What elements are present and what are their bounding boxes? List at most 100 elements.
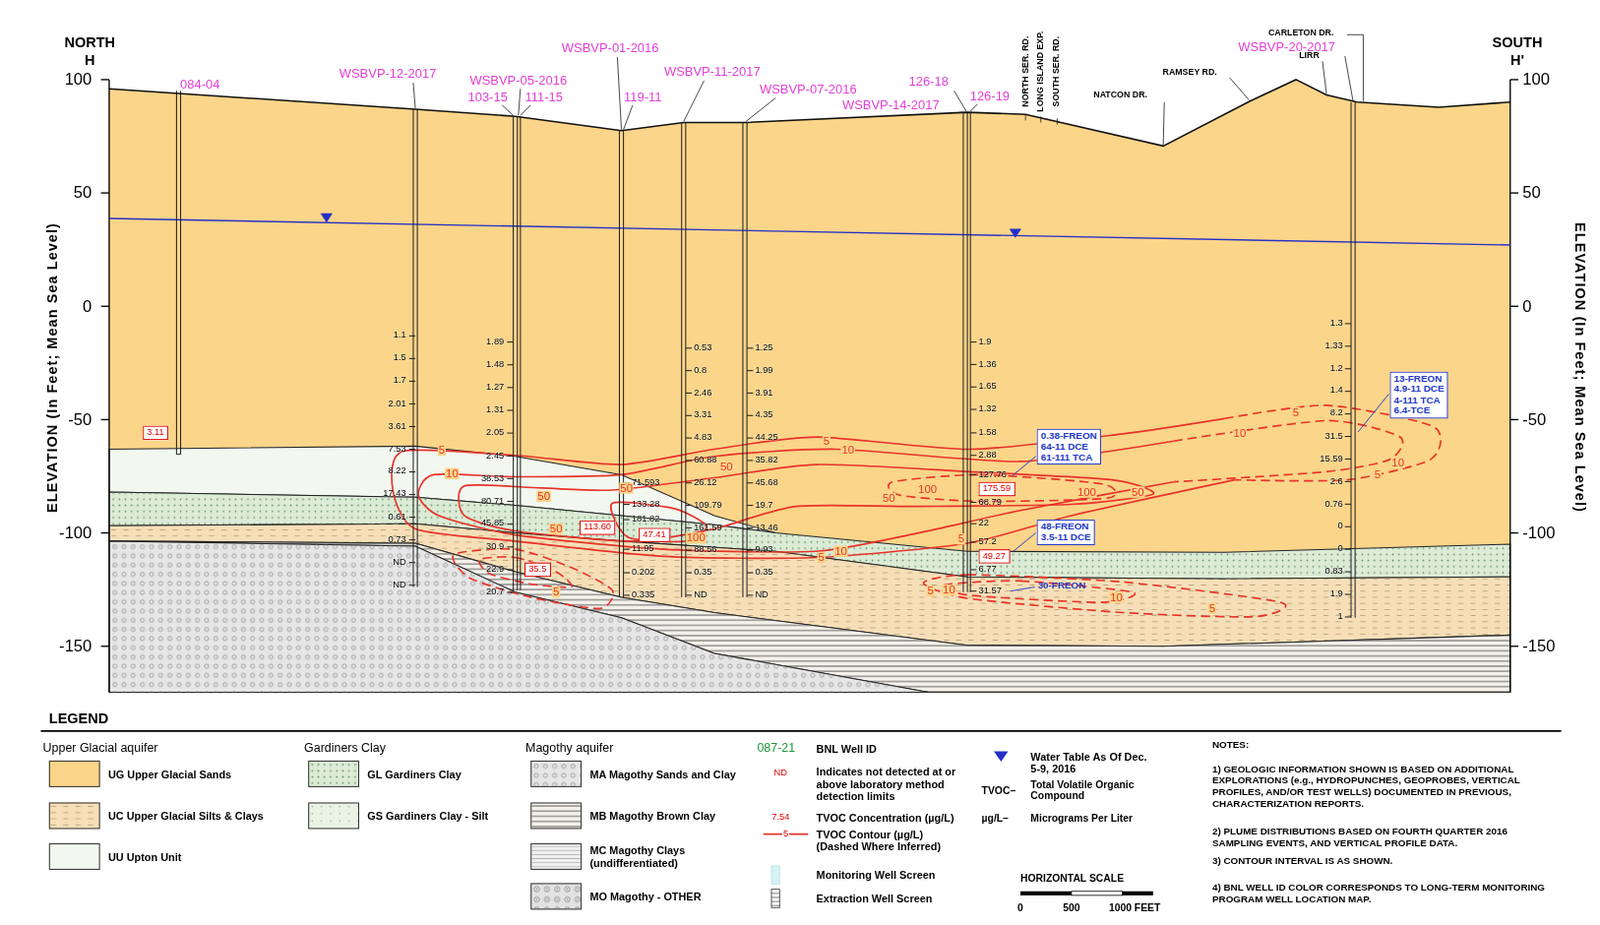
legend-text: UC Upper Glacial Silts & Clays bbox=[108, 809, 264, 823]
drawing-line bbox=[1347, 34, 1364, 36]
axis-tick-label: -150 bbox=[59, 637, 92, 656]
contour-label: 10 bbox=[1232, 427, 1248, 438]
compound-callout-box: 13-FREON4.9-11 DCE4-111 TCA6.4-TCE bbox=[1389, 371, 1448, 419]
sample-tick bbox=[746, 572, 753, 574]
sample-tick bbox=[746, 437, 753, 439]
legend-text: Extraction Well Screen bbox=[816, 892, 933, 906]
sample-tick bbox=[1345, 526, 1352, 528]
sample-tick bbox=[970, 454, 977, 456]
tvoc-value: 80.71 bbox=[481, 495, 504, 506]
sample-tick bbox=[685, 504, 692, 506]
legend-swatch bbox=[49, 843, 101, 870]
tvoc-value: 1.33 bbox=[1325, 341, 1344, 352]
swatch-pattern bbox=[50, 803, 100, 829]
sample-tick bbox=[1345, 615, 1352, 617]
scale-label: 500 bbox=[1062, 902, 1080, 914]
sample-tick bbox=[746, 347, 753, 349]
swatch-pattern bbox=[531, 883, 581, 909]
drawing-line bbox=[101, 419, 110, 421]
axis-tick-label: 50 bbox=[1522, 184, 1540, 202]
tvoc-value: 11.95 bbox=[631, 544, 655, 554]
drawing-rect bbox=[1122, 891, 1154, 896]
swatch-pattern bbox=[531, 844, 581, 869]
legend-sample: 087-21 bbox=[756, 741, 796, 756]
box-text: 13-FREON bbox=[1394, 373, 1445, 385]
compound-callout-box: 0.38-FREON64-11 DCE61-111 TCA bbox=[1037, 429, 1102, 466]
tvoc-value: 45.68 bbox=[754, 478, 778, 489]
box-text: 35.5 bbox=[528, 564, 547, 575]
tvoc-value: ND bbox=[693, 590, 707, 601]
tvoc-value: 133.28 bbox=[631, 498, 661, 509]
sample-tick bbox=[409, 493, 416, 495]
tvoc-value: 181.82 bbox=[631, 514, 661, 525]
contour-label: 5 bbox=[822, 434, 831, 446]
drawing-line bbox=[680, 123, 682, 598]
swatch-pattern bbox=[531, 803, 581, 829]
well-id: 126-18 bbox=[908, 75, 948, 90]
road-label: NATCON DR. bbox=[1093, 90, 1148, 101]
sample-tick bbox=[970, 409, 977, 411]
tvoc-contour bbox=[391, 418, 1235, 558]
axis-tick-label: 100 bbox=[1522, 70, 1550, 89]
sample-tick bbox=[970, 590, 977, 592]
tvoc-value: 13.46 bbox=[754, 522, 778, 533]
sample-tick bbox=[970, 523, 977, 525]
tvoc-value: 1.32 bbox=[978, 404, 996, 415]
contour-label: 5 bbox=[817, 552, 826, 563]
legend-text: Monitoring Well Screen bbox=[816, 868, 936, 882]
legend-heading: Magothy aquifer bbox=[525, 741, 614, 756]
tvoc-value: 0.35 bbox=[754, 567, 773, 578]
drawing-polygon bbox=[320, 213, 333, 223]
drawing-line bbox=[101, 645, 110, 647]
scale-label: 0 bbox=[1017, 902, 1024, 914]
swatch-pattern bbox=[531, 883, 581, 909]
sample-tick bbox=[685, 594, 692, 596]
tvoc-value: 0.76 bbox=[1325, 498, 1344, 509]
drawing-line bbox=[959, 112, 965, 114]
contour-label: 5 bbox=[1208, 603, 1217, 615]
tvoc-value: 30.9 bbox=[486, 542, 504, 553]
drawing-polygon bbox=[109, 541, 1511, 693]
tvoc-value: 38.53 bbox=[481, 473, 504, 484]
drawing-line bbox=[1012, 456, 1037, 477]
legend-text: MO Magothy - OTHER bbox=[589, 890, 701, 904]
sample-tick bbox=[409, 561, 416, 563]
tvoc-value: 2.46 bbox=[693, 387, 712, 398]
axis-tick-label: -100 bbox=[1522, 523, 1555, 542]
sample-tick bbox=[1345, 322, 1352, 324]
drawing-line bbox=[101, 532, 110, 534]
drawing-line bbox=[108, 79, 110, 693]
drawing-line bbox=[412, 109, 414, 588]
swatch-pattern bbox=[531, 761, 581, 787]
tvoc-value: 1.99 bbox=[754, 365, 773, 375]
sample-tick bbox=[506, 455, 513, 457]
box-text: 4-111 TCA bbox=[1394, 394, 1445, 406]
drawing-polygon bbox=[109, 541, 1511, 693]
sample-tick bbox=[970, 364, 977, 366]
tvoc-value: ND bbox=[392, 580, 406, 591]
tvoc-value: 1 bbox=[1337, 612, 1343, 622]
drawing-line bbox=[1010, 587, 1036, 592]
notes-title: NOTES: bbox=[1212, 738, 1249, 750]
tvoc-value: 15.59 bbox=[1319, 453, 1343, 464]
tvoc-value: 9.93 bbox=[754, 545, 773, 555]
contour-label: 5 bbox=[926, 585, 935, 597]
sample-tick bbox=[1345, 571, 1352, 573]
drawing-line bbox=[1510, 419, 1519, 421]
tvoc-contour bbox=[479, 556, 573, 588]
tvoc-value-box: 47.41 bbox=[638, 527, 671, 542]
sample-tick bbox=[409, 471, 416, 473]
sample-tick bbox=[1345, 481, 1352, 483]
tvoc-value: 0 bbox=[1337, 544, 1343, 554]
note-text: 3) CONTOUR INTERVAL IS AS SHOWN. bbox=[1212, 855, 1560, 867]
sample-tick bbox=[970, 541, 977, 543]
tvoc-value: 1.7 bbox=[393, 375, 407, 386]
legend-sample: 5 bbox=[782, 829, 790, 840]
swatch-pattern bbox=[531, 844, 581, 869]
tvoc-value: 17.43 bbox=[382, 489, 406, 499]
drawing-line bbox=[1013, 533, 1037, 553]
contour-label: 10 bbox=[1108, 591, 1124, 603]
tvoc-value: 22 bbox=[978, 518, 988, 529]
sample-tick bbox=[506, 386, 513, 388]
direction-label: NORTH bbox=[63, 35, 116, 52]
